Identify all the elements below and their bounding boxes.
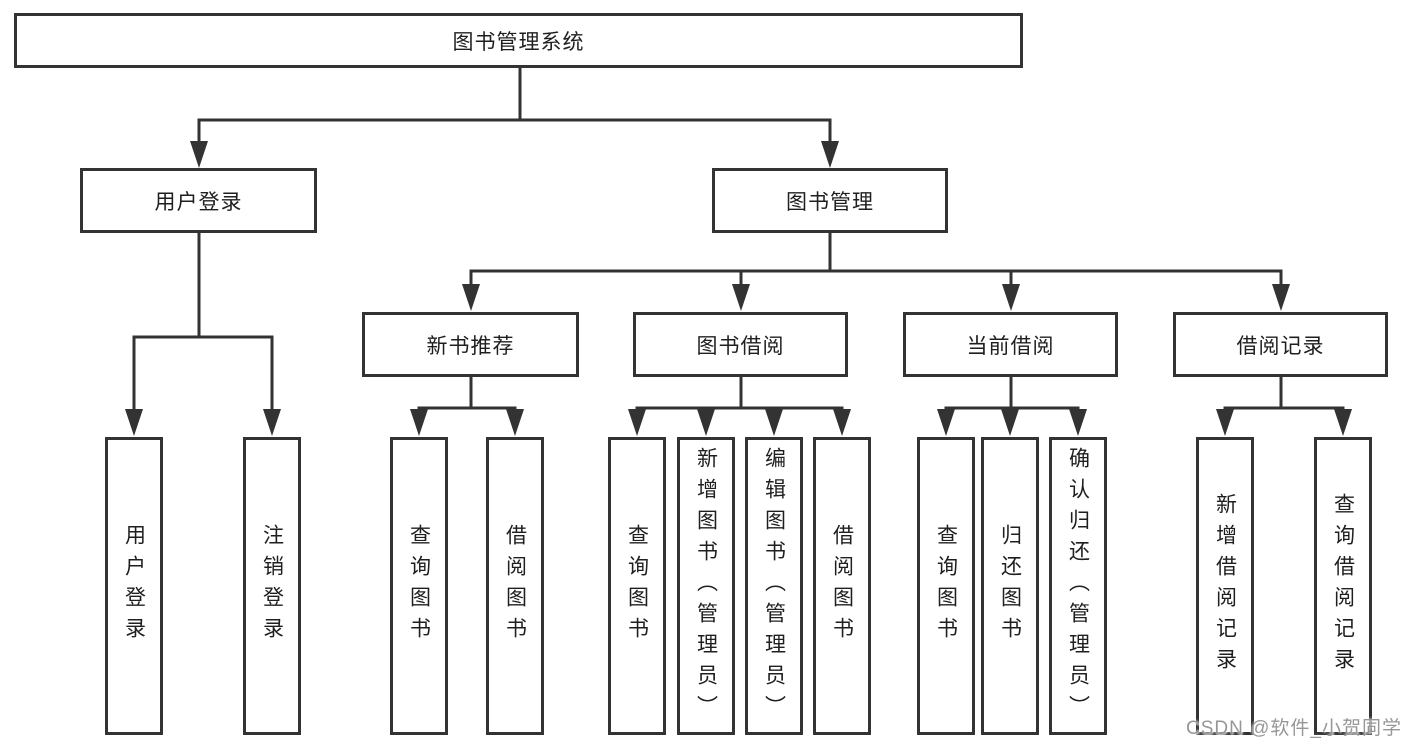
node-root-label: 图书管理系统 <box>452 30 585 54</box>
node-book-management-label: 图书管理 <box>786 190 874 214</box>
leaf-logout: 注销登录 <box>243 437 301 735</box>
node-current-borrowing: 当前借阅 <box>903 312 1118 377</box>
leaf-return-books: 归还图书 <box>981 437 1039 735</box>
leaf-query-books-recommend: 查询图书 <box>390 437 448 735</box>
leaf-add-borrow-record: 新增借阅记录 <box>1196 437 1254 735</box>
leaf-add-borrow-record-label: 新增借阅记录 <box>1213 493 1237 679</box>
node-book-management: 图书管理 <box>712 168 948 233</box>
leaf-query-borrow-record-label: 查询借阅记录 <box>1331 493 1355 679</box>
node-book-borrowing: 图书借阅 <box>633 312 848 377</box>
leaf-edit-books-admin: 编辑图书（管理员） <box>745 437 803 735</box>
node-root: 图书管理系统 <box>14 13 1023 68</box>
leaf-query-books-borrowing-label: 查询图书 <box>625 524 649 648</box>
node-current-borrowing-label: 当前借阅 <box>966 334 1055 358</box>
leaf-query-books-recommend-label: 查询图书 <box>407 524 431 648</box>
node-borrowing-records: 借阅记录 <box>1173 312 1388 377</box>
leaf-query-books-current-label: 查询图书 <box>934 524 958 648</box>
leaf-borrow-books-borrowing-label: 借阅图书 <box>830 524 854 648</box>
node-borrowing-records-label: 借阅记录 <box>1236 334 1325 358</box>
leaf-confirm-return-admin: 确认归还（管理员） <box>1049 437 1107 735</box>
csdn-watermark: CSDN @软件_小贺同学 <box>1186 718 1402 739</box>
node-book-borrowing-label: 图书借阅 <box>696 334 785 358</box>
leaf-query-books-current: 查询图书 <box>917 437 975 735</box>
leaf-borrow-books-recommend-label: 借阅图书 <box>503 524 527 648</box>
leaf-add-books-admin: 新增图书（管理员） <box>677 437 735 735</box>
leaf-borrow-books-recommend: 借阅图书 <box>486 437 544 735</box>
arrowhead-icons <box>125 141 1352 436</box>
leaf-user-login: 用户登录 <box>105 437 163 735</box>
leaf-query-books-borrowing: 查询图书 <box>608 437 666 735</box>
leaf-add-books-admin-label: 新增图书（管理员） <box>694 446 718 726</box>
node-user-login: 用户登录 <box>80 168 317 233</box>
leaf-query-borrow-record: 查询借阅记录 <box>1314 437 1372 735</box>
node-new-book-recommend: 新书推荐 <box>362 312 579 377</box>
node-user-login-label: 用户登录 <box>154 190 243 214</box>
leaf-return-books-label: 归还图书 <box>998 524 1022 648</box>
leaf-user-login-label: 用户登录 <box>122 524 146 648</box>
node-new-book-recommend-label: 新书推荐 <box>426 334 515 358</box>
leaf-logout-label: 注销登录 <box>260 524 284 648</box>
leaf-borrow-books-borrowing: 借阅图书 <box>813 437 871 735</box>
leaf-confirm-return-admin-label: 确认归还（管理员） <box>1066 446 1090 726</box>
leaf-edit-books-admin-label: 编辑图书（管理员） <box>762 446 786 726</box>
